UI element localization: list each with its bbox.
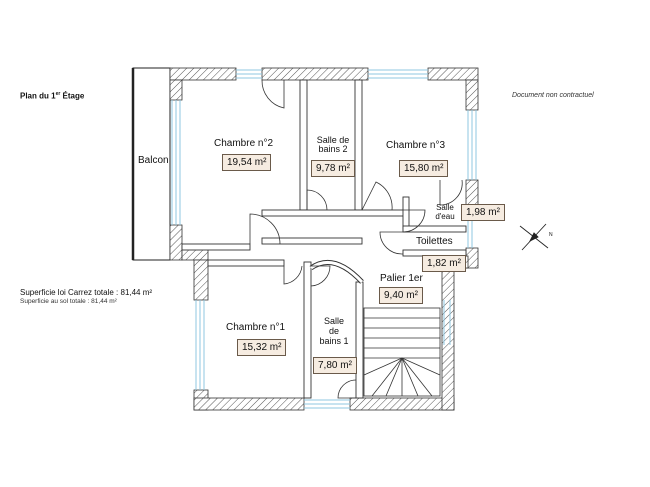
- interior-walls: [181, 79, 467, 399]
- compass-north-label: N: [549, 232, 553, 238]
- sdb2-area: 9,78 m²: [311, 160, 355, 177]
- salle-eau-area: 1,98 m²: [461, 204, 505, 221]
- compass-rose: [519, 223, 549, 251]
- staircase: [363, 307, 441, 397]
- outer-walls: [169, 67, 479, 411]
- sdb1-area: 7,80 m²: [313, 357, 357, 374]
- chambre2-area: 19,54 m²: [222, 154, 272, 171]
- chambre3-area: 15,80 m²: [399, 160, 449, 177]
- disclaimer-note: Document non contractuel: [512, 92, 594, 99]
- floor-surface: Superficie au sol totale : 81,44 m²: [20, 298, 117, 305]
- chambre3-label: Chambre n°3: [386, 140, 446, 151]
- windows: [171, 69, 477, 409]
- balcony-label: Balcon: [138, 155, 169, 166]
- balcony-area: [132, 67, 171, 261]
- door-swings: [249, 79, 463, 399]
- carrez-surface: Superficie loi Carrez totale : 81,44 m²: [20, 288, 153, 297]
- chambre1-label: Chambre n°1: [226, 322, 286, 333]
- chambre2-label: Chambre n°2: [214, 138, 274, 149]
- palier-area: 9,40 m²: [379, 287, 423, 304]
- toilettes-area: 1,82 m²: [422, 255, 466, 272]
- toilettes-label: Toilettes: [416, 236, 453, 247]
- plan-title: Plan du 1er Étage: [20, 91, 85, 101]
- chambre1-area: 15,32 m²: [237, 339, 287, 356]
- palier-label: Palier 1er: [380, 273, 423, 284]
